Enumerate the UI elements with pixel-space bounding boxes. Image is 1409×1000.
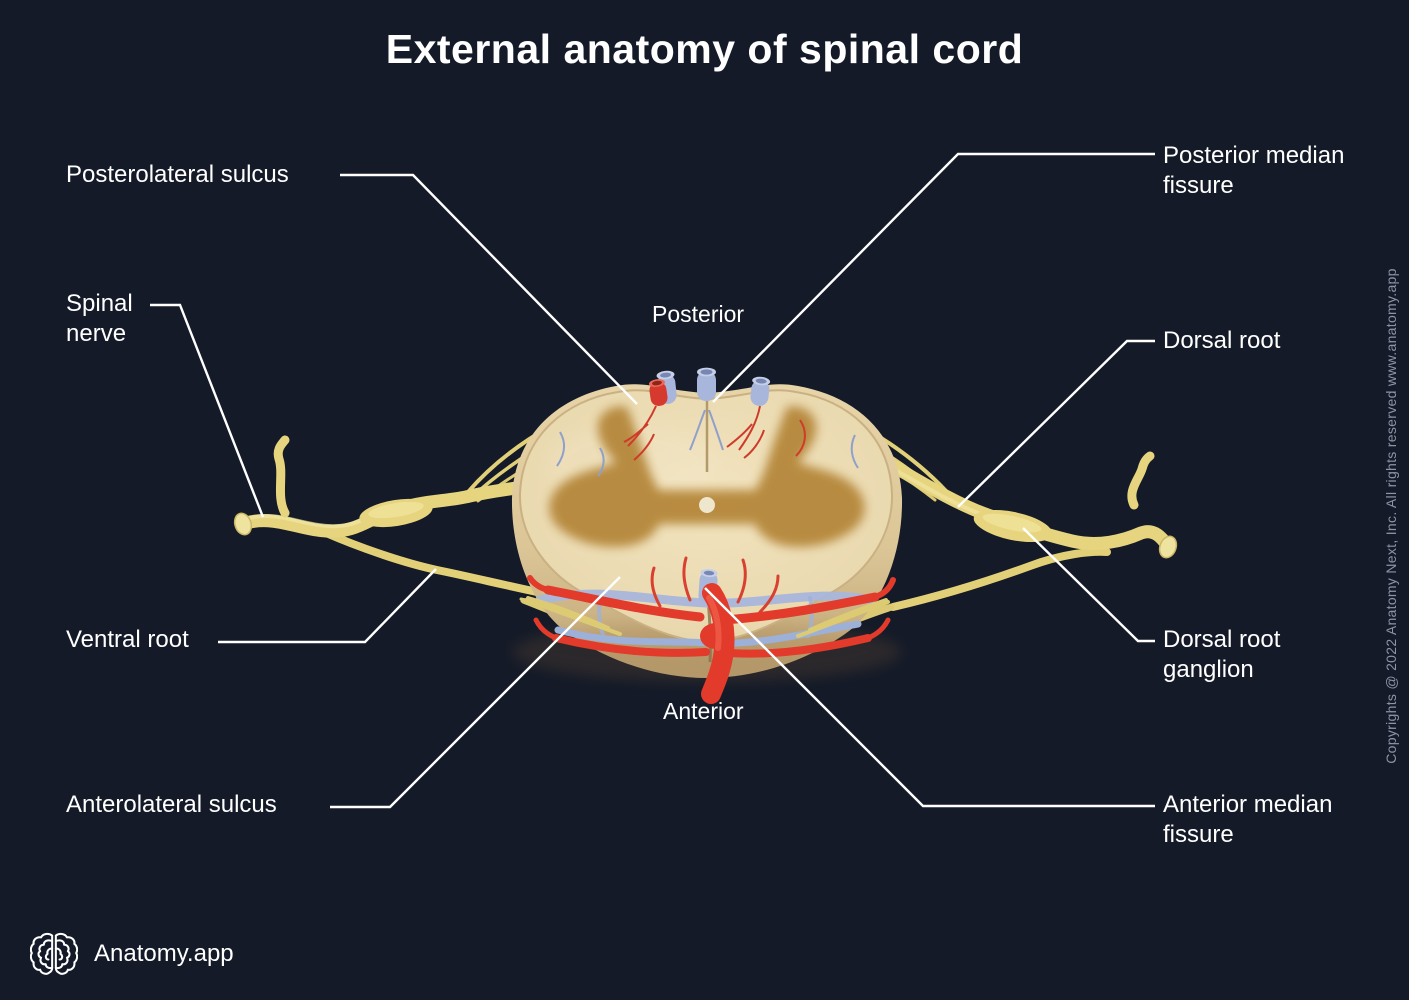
label-anterior-median-fissure: Anterior median fissure (1163, 791, 1333, 848)
label-dorsal-root-ganglion: Dorsal root ganglion (1163, 626, 1281, 683)
label-anterolateral-sulcus: Anterolateral sulcus (66, 791, 277, 818)
leader-anterolateral-sulcus (330, 576, 621, 809)
label-dorsal-root: Dorsal root (1163, 327, 1281, 354)
leader-anterior-median-fissure (704, 587, 1155, 808)
label-posterolateral-sulcus: Posterolateral sulcus (66, 161, 289, 188)
anterior-vessels (524, 556, 896, 704)
gray-matter-butterfly (549, 406, 865, 547)
label-posterior-median-fissure: Posterior median fissure (1163, 142, 1345, 199)
copyright-watermark: Copyrights @ 2022 Anatomy Next, Inc. All… (1383, 268, 1399, 764)
leader-posterolateral-sulcus (340, 173, 638, 405)
leader-dorsal-root-ganglion (1022, 527, 1155, 643)
leader-dorsal-root (957, 339, 1155, 508)
surface-vessels (556, 405, 859, 477)
brain-icon (30, 932, 78, 975)
posterior-vessel-stubs (649, 367, 771, 406)
artery-stub (649, 379, 668, 406)
leader-ventral-root (218, 568, 437, 644)
page-title: External anatomy of spinal cord (385, 26, 1024, 72)
brand-name: Anatomy.app (94, 940, 234, 967)
label-ventral-root: Ventral root (66, 626, 189, 653)
leader-spinal-nerve (150, 303, 265, 518)
leader-posterior-median-fissure (712, 152, 1155, 403)
label-spinal-nerve: Spinal nerve (66, 290, 133, 347)
orientation-label-posterior: Posterior (652, 301, 745, 327)
central-canal (699, 497, 715, 513)
orientation-label-anterior: Anterior (663, 698, 744, 724)
spinal-nerve-left (233, 400, 630, 631)
brand-footer: Anatomy.app (30, 930, 234, 978)
anterior-spinal-artery (701, 583, 735, 704)
